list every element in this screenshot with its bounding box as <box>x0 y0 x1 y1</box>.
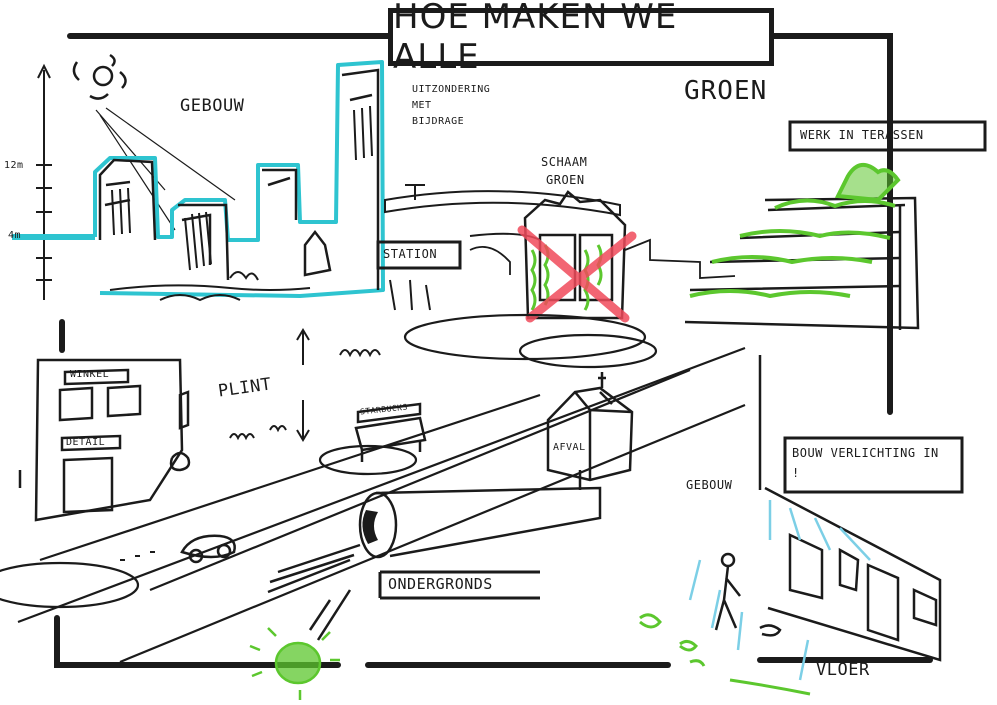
label-afval: AFVAL <box>553 442 586 453</box>
sun-rays <box>95 107 236 231</box>
label-groen: GROEN <box>684 76 768 106</box>
pedestrian-figure <box>714 552 782 637</box>
skyline-cyan-outline <box>93 60 385 298</box>
label-box-lines <box>378 120 987 600</box>
underground-tube <box>267 470 602 641</box>
background-roofline <box>469 238 736 279</box>
tree-scribbles <box>109 271 311 302</box>
label-height-4m: 4m <box>8 230 22 241</box>
label-bijdrage: BIJDRAGE <box>412 116 465 127</box>
label-vloer: VLOER <box>816 660 870 680</box>
garbage-bag-icon <box>249 627 340 700</box>
car-icon <box>180 534 236 564</box>
label-werk-in-terassen: WERK IN TERASSEN <box>800 128 924 142</box>
label-detail: DETAIL <box>66 437 106 448</box>
skyline-ink <box>98 68 380 290</box>
tube-shading <box>362 510 378 544</box>
road-lines <box>0 313 746 664</box>
label-gebouw-top: GEBOUW <box>180 96 245 116</box>
sun-icon <box>72 53 127 100</box>
shop-buildings <box>18 358 191 522</box>
label-uitzondering: UITZONDERING <box>412 84 491 95</box>
pedestrian-scribbles <box>120 349 381 561</box>
terrace-greenery <box>689 163 901 299</box>
hatch-towers <box>111 105 373 271</box>
red-cross-mark <box>517 225 637 323</box>
label-winkel: WINKEL <box>70 369 110 380</box>
light-rays <box>688 500 871 681</box>
plint-arrows <box>296 328 310 442</box>
afval-house <box>546 372 634 482</box>
page-title: HOE MAKEN WE ALLE <box>388 0 774 77</box>
label-bouw-verlichting: BOUW VERLICHTING IN ! <box>792 446 939 480</box>
lit-building <box>758 355 942 662</box>
terraced-building <box>684 196 920 330</box>
label-schaam: SCHAAM <box>541 155 588 169</box>
starbucks-kiosk <box>354 402 427 462</box>
label-station: STATION <box>383 247 438 261</box>
label-gebouw-right: GEBOUW <box>686 478 733 492</box>
label-height-12m: 12m <box>4 160 24 171</box>
green-leaf-scribbles <box>639 613 811 696</box>
label-groen-small: GROEN <box>546 173 585 187</box>
label-ondergronds: ONDERGRONDS <box>388 575 493 593</box>
label-met: MET <box>412 100 432 111</box>
height-axis <box>36 63 52 300</box>
